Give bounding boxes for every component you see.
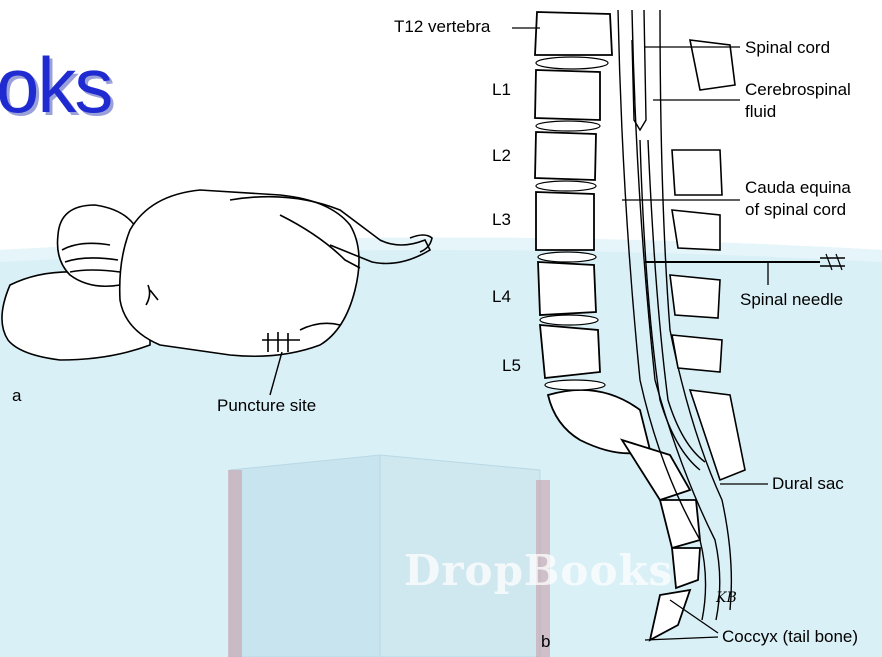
label-cauda-line1: Cauda equina xyxy=(745,178,851,198)
label-spinal-cord: Spinal cord xyxy=(745,38,830,58)
panel-a-letter: a xyxy=(12,386,21,406)
label-l5: L5 xyxy=(502,356,521,376)
watermark-brand: DropBooks xyxy=(404,548,673,594)
label-csf-line2: fluid xyxy=(745,102,776,122)
label-l2: L2 xyxy=(492,146,511,166)
label-csf-line1: Cerebrospinal xyxy=(745,80,851,100)
label-l3: L3 xyxy=(492,210,511,230)
artist-signature: KB xyxy=(716,588,737,608)
panel-b-letter: b xyxy=(541,632,550,652)
watermark-title-fragment: oks xyxy=(0,40,111,130)
label-dural-sac: Dural sac xyxy=(772,474,844,494)
label-coccyx: Coccyx (tail bone) xyxy=(722,627,858,647)
label-cauda-line2: of spinal cord xyxy=(745,200,846,220)
label-spinal-needle: Spinal needle xyxy=(740,290,843,310)
label-l4: L4 xyxy=(492,287,511,307)
label-l1: L1 xyxy=(492,80,511,100)
label-t12-vertebra: T12 vertebra xyxy=(394,17,490,37)
label-puncture-site: Puncture site xyxy=(217,396,316,416)
